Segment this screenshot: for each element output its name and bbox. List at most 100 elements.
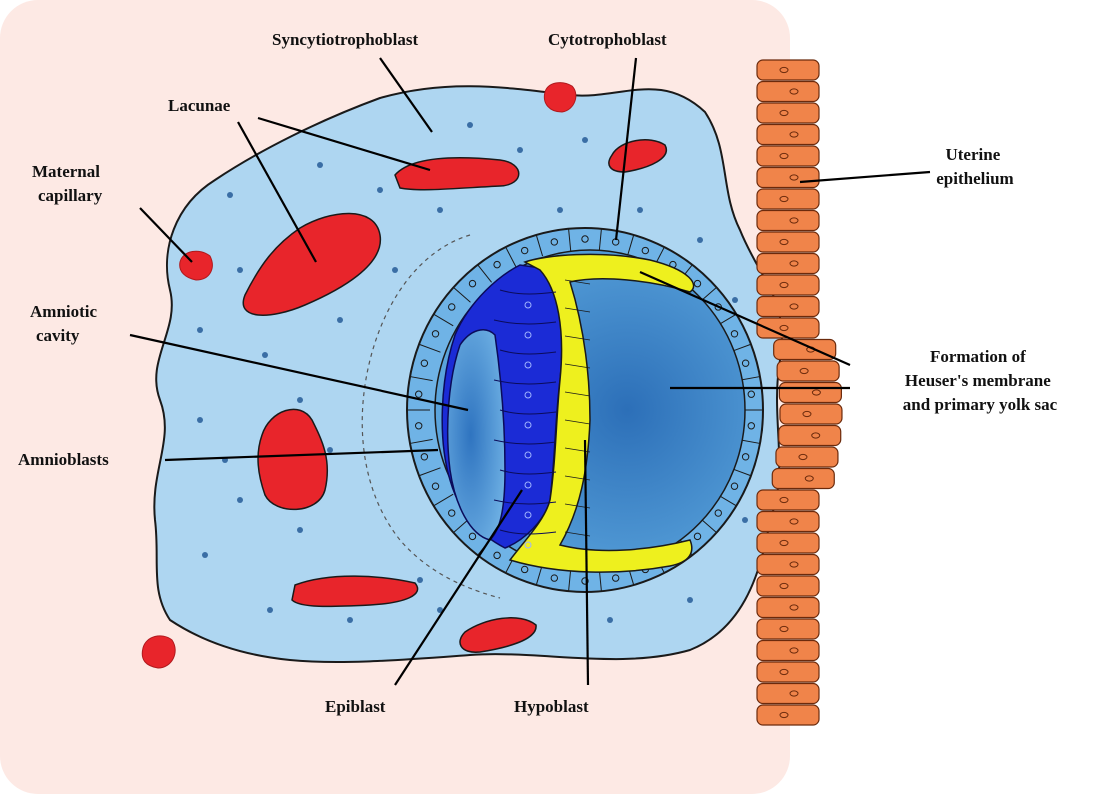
cyto-cell-wall [433,493,454,507]
epiblast-nucleus [524,511,532,519]
cyto-nucleus [520,246,529,255]
cyto-cell-wall [418,343,441,353]
leader-lines [129,57,931,686]
cyto-cell-wall [409,376,433,382]
uterine-nucleus [779,66,789,74]
uterine-epithelium [756,59,843,726]
hypoblast-cell-wall [564,419,591,425]
cyto-cell-wall [477,264,492,283]
epiblast-cell-wall [499,349,557,355]
uterine-nucleus [789,260,799,267]
epiblast-nucleus [524,331,532,339]
uterine-nucleus [798,453,808,461]
uterine-nucleus [811,389,821,396]
uterine-cell [778,381,842,404]
cyto-cell-wall [598,569,602,592]
epiblast-nucleus [524,541,532,549]
uterine-cell [756,596,820,619]
hypoblast-cell-wall [564,279,591,285]
cyto-nucleus [415,390,423,398]
epiblast-cell-wall [493,379,557,385]
cyto-nucleus [741,453,750,461]
maternal-capillaries [141,82,577,669]
epiblast-nucleus [524,421,532,429]
cyto-nucleus [550,238,559,246]
hypoblast-cell-wall [564,363,591,369]
hypoblast-layer [508,253,695,573]
uterine-nucleus [779,109,789,117]
uterine-nucleus [779,582,789,590]
label-amniotic-cavity: Amniotic cavity [30,302,101,345]
epiblast-nucleus [524,481,532,489]
uterine-nucleus [789,131,799,138]
uterine-nucleus [779,324,789,332]
dashed-cell-boundary [361,234,501,599]
cyto-nucleus [741,359,750,367]
label-cytotrophoblast: Cytotrophoblast [548,30,667,49]
cyto-cell-wall [453,287,471,303]
uterine-nucleus [811,432,821,439]
hypoblast-cell-wall [564,391,591,397]
cyto-nucleus [431,330,440,338]
cyto-nucleus [747,390,755,398]
uterine-cell [773,338,837,361]
uterine-nucleus [779,238,789,246]
cyto-cell-wall [568,569,572,592]
epiblast-cell-wall [499,409,557,415]
cyto-nucleus [493,551,501,560]
uterine-cell [756,682,820,705]
epiblast-nucleus [524,391,532,399]
uterine-nucleus [789,88,799,95]
label-syncytiotrophoblast: Syncytiotrophoblast [272,30,418,49]
uterine-nucleus [779,195,789,203]
uterine-nucleus [804,475,814,482]
cyto-nucleus [581,235,589,243]
cyto-nucleus [693,532,702,541]
epiblast-cell-wall [499,289,557,295]
uterine-cell [756,123,820,146]
cyto-nucleus [693,279,702,288]
uterine-nucleus [789,518,799,525]
uterine-cell [756,252,820,275]
uterine-nucleus [799,367,809,375]
epiblast-cell-wall [493,319,557,325]
uterine-cell [756,510,820,533]
uterine-cell [756,639,820,662]
cyto-cell-wall [433,313,454,327]
uterine-nucleus [779,668,789,676]
cyto-nucleus [730,330,739,338]
uterine-nucleus [779,496,789,504]
uterine-cell [756,80,820,103]
epiblast-nucleus [524,361,532,369]
cyto-cell-wall [535,234,544,257]
cyto-nucleus [468,279,477,288]
cyto-nucleus [747,422,755,430]
cyto-nucleus [448,509,456,517]
cyto-nucleus [420,359,429,367]
label-amnioblasts: Amnioblasts [18,450,109,469]
cyto-nucleus [420,453,429,461]
epiblast-cell-wall [493,439,557,445]
cyto-nucleus [550,574,559,582]
hypoblast-cell-wall [564,335,591,341]
label-lacunae: Lacunae [168,96,231,115]
cyto-cell-wall [409,438,433,444]
uterine-nucleus [779,625,789,633]
cyto-nucleus [611,574,620,582]
lacunae [242,139,668,653]
epiblast-cell-wall [493,499,557,505]
epiblast-nucleus [524,451,532,459]
uterine-nucleus [802,410,812,418]
uterine-nucleus [789,647,799,654]
uterine-nucleus [779,152,789,160]
label-maternal-capillary: Maternal capillary [32,162,104,205]
cyto-nucleus [415,422,423,430]
uterine-nucleus [789,561,799,568]
uterine-nucleus [789,217,799,224]
cyto-nucleus [714,509,722,517]
uterine-nucleus [789,303,799,310]
cyto-nucleus [730,482,739,490]
uterine-cell [778,424,842,447]
